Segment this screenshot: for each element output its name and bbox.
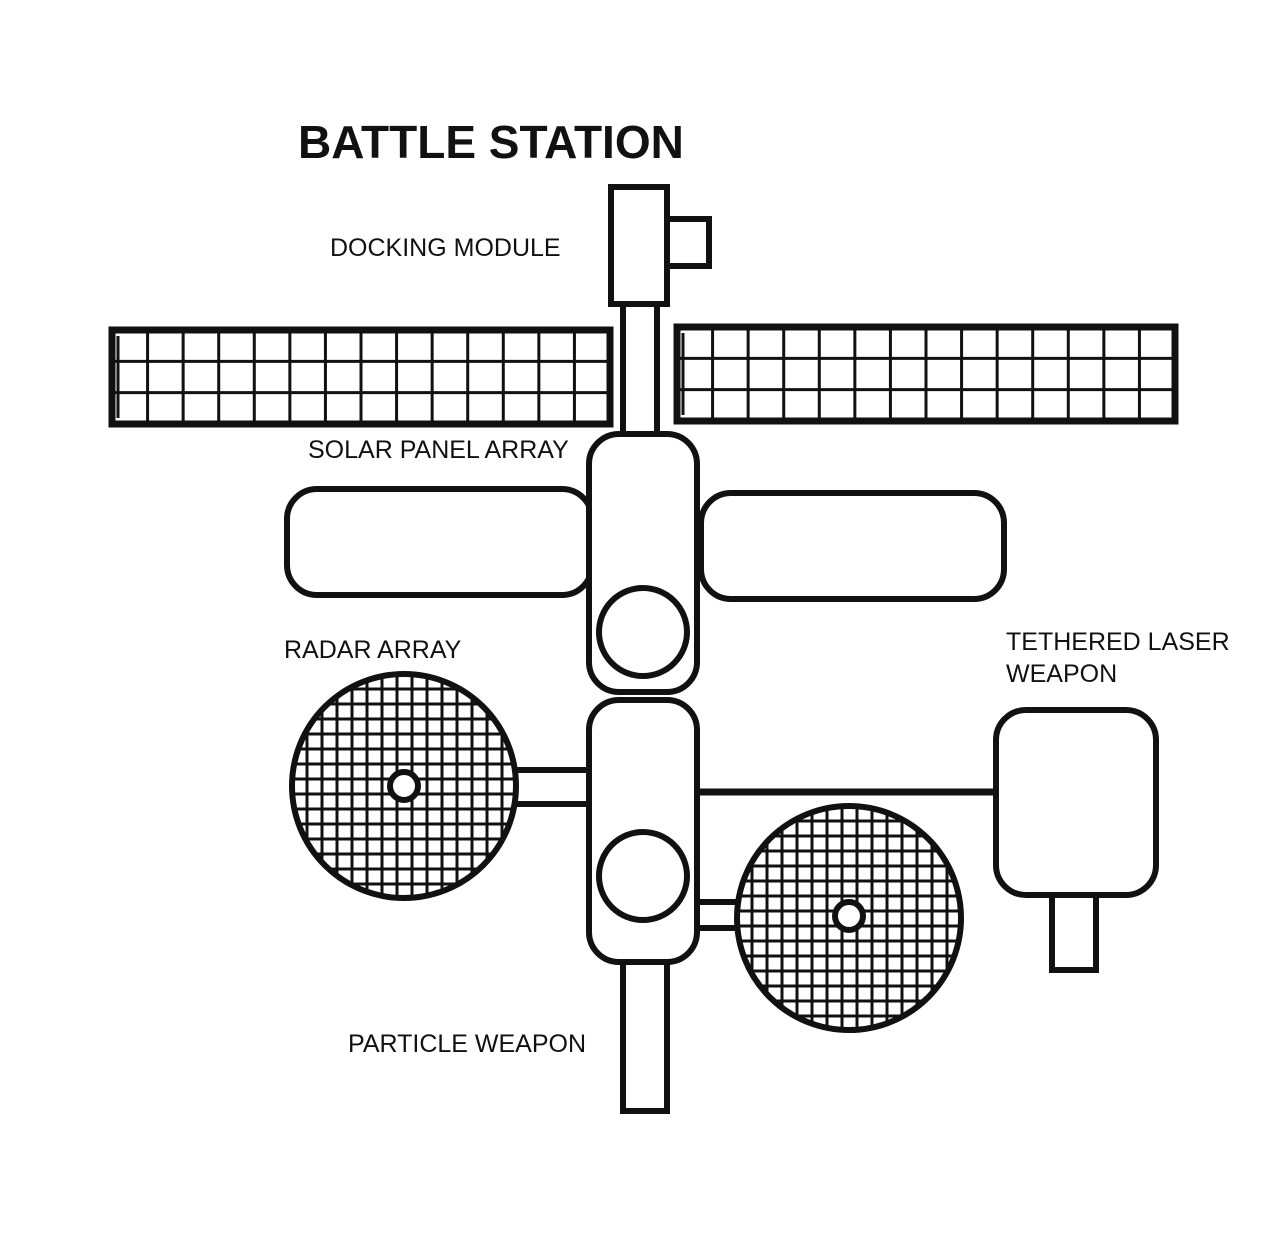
tethered-laser-label: TETHERED LASER WEAPON xyxy=(1006,628,1237,688)
docking-module xyxy=(608,184,712,307)
lower-hub xyxy=(586,697,700,965)
radar-dish-left xyxy=(289,671,519,901)
radar-dish-right xyxy=(734,803,964,1033)
particle-weapon xyxy=(620,952,670,1114)
radar-array-label: RADAR ARRAY xyxy=(284,636,462,664)
solar-panel-right xyxy=(673,323,1179,425)
radar-arm-left xyxy=(509,767,597,807)
tethered-laser-label-line1: TETHERED LASER xyxy=(1006,628,1230,656)
particle-weapon-label: PARTICLE WEAPON xyxy=(348,1030,586,1058)
docking-module-label: DOCKING MODULE xyxy=(330,234,561,262)
tethered-laser-label-line2: WEAPON xyxy=(1006,660,1117,688)
tethered-laser-weapon xyxy=(993,707,1159,973)
solar-panel-left xyxy=(108,326,614,428)
habitat-modules xyxy=(284,486,1007,602)
upper-hub xyxy=(586,431,700,695)
diagram-title: BATTLE STATION xyxy=(298,116,684,168)
solar-panel-array-label: SOLAR PANEL ARRAY xyxy=(308,436,569,464)
docking-connector xyxy=(620,301,660,439)
